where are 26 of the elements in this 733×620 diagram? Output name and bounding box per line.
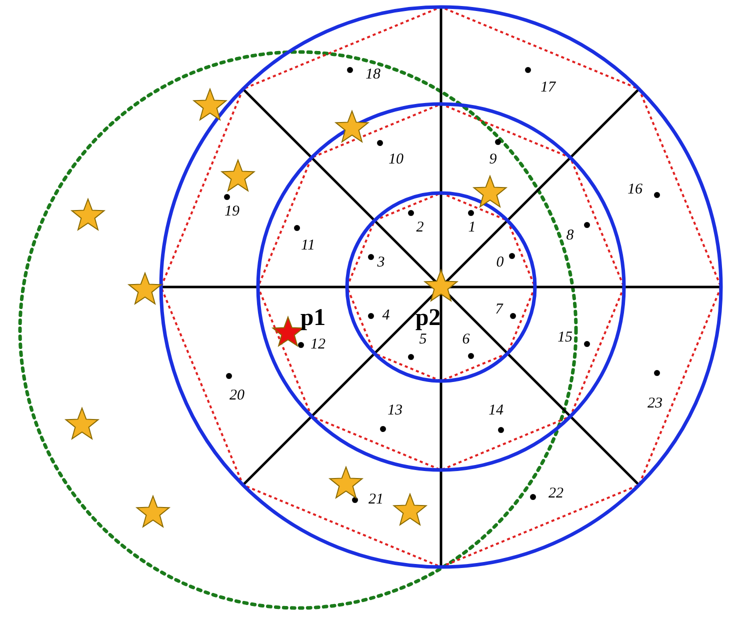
region-number: 8 [566,228,574,244]
region-number: 2 [416,220,424,236]
region-number: 22 [548,486,564,502]
region-number: 16 [628,182,642,198]
region-number: 7 [495,302,503,318]
point-name: p1 [300,306,326,330]
region-number: 1 [468,220,476,236]
region-number: 13 [388,404,402,418]
region-number: 14 [488,404,504,418]
region-number: 17 [540,80,556,96]
region-number: 3 [377,256,385,270]
region-number: 18 [366,68,380,82]
region-number: 21 [368,492,384,508]
region-number: 6 [462,332,470,348]
region-number: 23 [648,396,662,412]
region-number: 10 [388,152,404,168]
region-number: 9 [489,152,497,168]
region-number: 4 [382,308,390,324]
region-number: 19 [224,204,240,220]
region-number: 5 [419,332,427,348]
region-number: 0 [496,256,504,270]
region-number: 12 [310,338,326,352]
point-name: p2 [415,306,441,330]
region-number: 11 [301,238,315,254]
region-number: 20 [230,388,244,404]
region-number: 15 [558,330,572,346]
